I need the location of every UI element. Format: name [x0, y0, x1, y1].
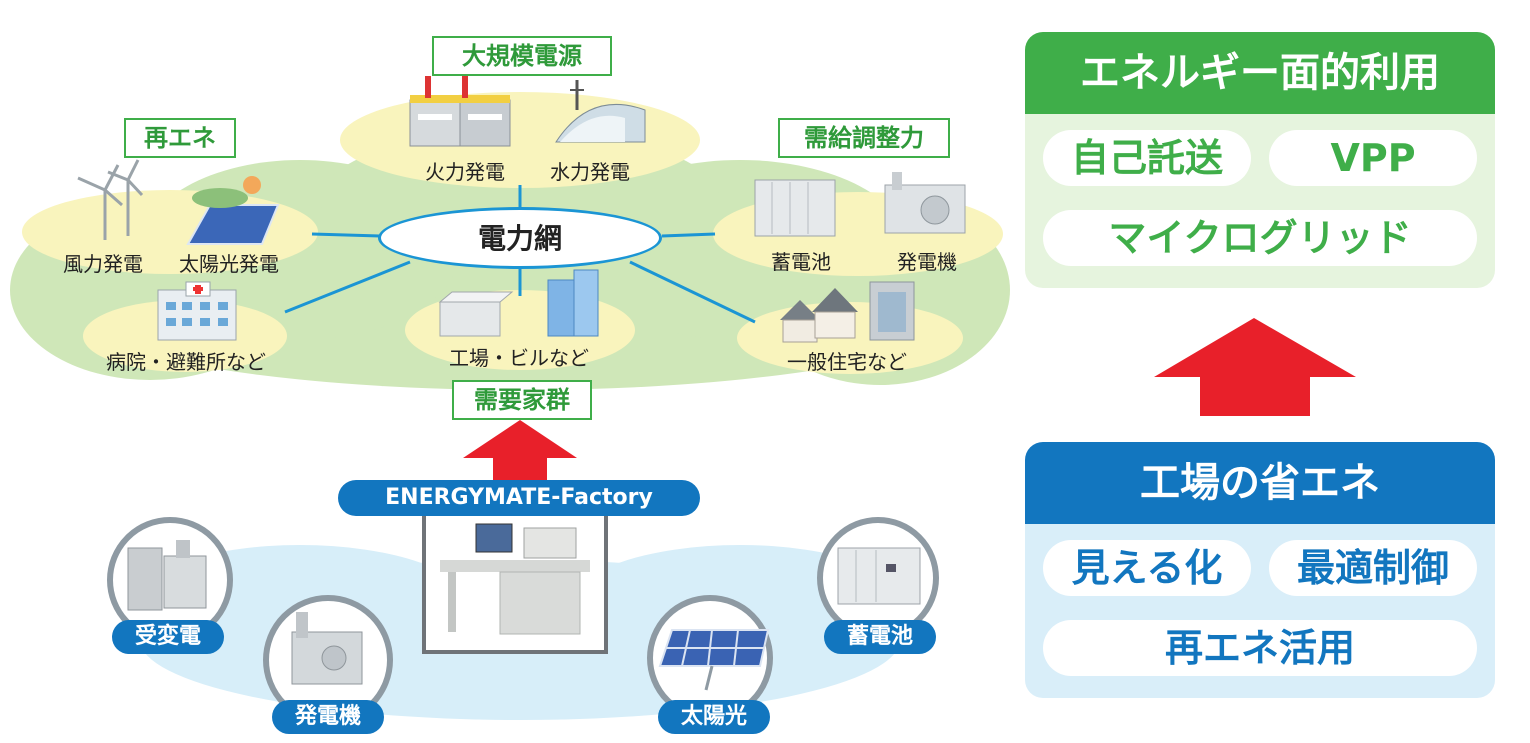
- factory-buildings-icon: [438, 269, 599, 337]
- generator-image: [263, 595, 393, 725]
- energymate-factory-title: ENERGYMATE-Factory: [338, 480, 700, 516]
- battery-container-icon: [754, 179, 836, 237]
- item-visualization: 見える化: [1043, 540, 1251, 596]
- solar-image: [647, 595, 773, 721]
- panel-area-energy-use-title: エネルギー面的利用: [1025, 32, 1495, 114]
- hospital-building-icon: [157, 281, 237, 341]
- label-hydro-power: 水力発電: [550, 160, 630, 184]
- label-factory-building: 工場・ビルなど: [449, 346, 589, 370]
- item-renewable-utilization: 再エネ活用: [1043, 620, 1477, 676]
- tag-supply-demand-adjustment: 需給調整力: [778, 118, 950, 158]
- label-battery-equipment: 蓄電池: [824, 620, 936, 654]
- label-thermal-power: 火力発電: [425, 160, 505, 184]
- generator-machine-icon: [884, 172, 966, 234]
- label-generator: 発電機: [897, 250, 957, 274]
- label-solar-equipment: 太陽光: [658, 700, 770, 734]
- area-large-scale: [340, 92, 700, 188]
- arrow-to-consumers: [463, 420, 577, 482]
- item-self-wheeling: 自己託送: [1043, 130, 1251, 186]
- tag-renewable: 再エネ: [124, 118, 236, 158]
- substation-image: [107, 517, 233, 643]
- red-arrows: [463, 318, 1356, 482]
- wind-turbine-icon: [77, 159, 144, 240]
- item-microgrid: マイクログリッド: [1043, 210, 1477, 266]
- hydro-dam-icon: [555, 80, 646, 143]
- battery-image: [817, 517, 939, 639]
- label-wind-power: 風力発電: [63, 252, 143, 276]
- item-vpp: VPP: [1269, 130, 1477, 186]
- panel-factory-energy-saving-title: 工場の省エネ: [1025, 442, 1495, 524]
- grid-lines: [284, 185, 756, 324]
- label-housing: 一般住宅など: [787, 350, 907, 374]
- panel-area-energy-use: エネルギー面的利用 自己託送 VPP マイクログリッド: [1025, 32, 1495, 288]
- label-hospital-shelter: 病院・避難所など: [106, 350, 266, 374]
- tag-large-scale-power: 大規模電源: [432, 36, 612, 76]
- houses-icon: [780, 281, 915, 343]
- thermal-plant-icon: [409, 72, 511, 147]
- power-grid-node: 電力網: [378, 207, 662, 269]
- arrow-to-area-use: [1154, 318, 1356, 416]
- solar-panel-icon: [186, 176, 280, 245]
- label-substation: 受変電: [112, 620, 224, 654]
- panel-factory-energy-saving: 工場の省エネ 見える化 最適制御 再エネ活用: [1025, 442, 1495, 698]
- label-battery: 蓄電池: [771, 250, 831, 274]
- tag-consumer-group: 需要家群: [452, 380, 592, 420]
- label-solar-power: 太陽光発電: [179, 252, 279, 276]
- item-optimal-control: 最適制御: [1269, 540, 1477, 596]
- label-generator-equipment: 発電機: [272, 700, 384, 734]
- energymate-workstation-image: [422, 500, 608, 654]
